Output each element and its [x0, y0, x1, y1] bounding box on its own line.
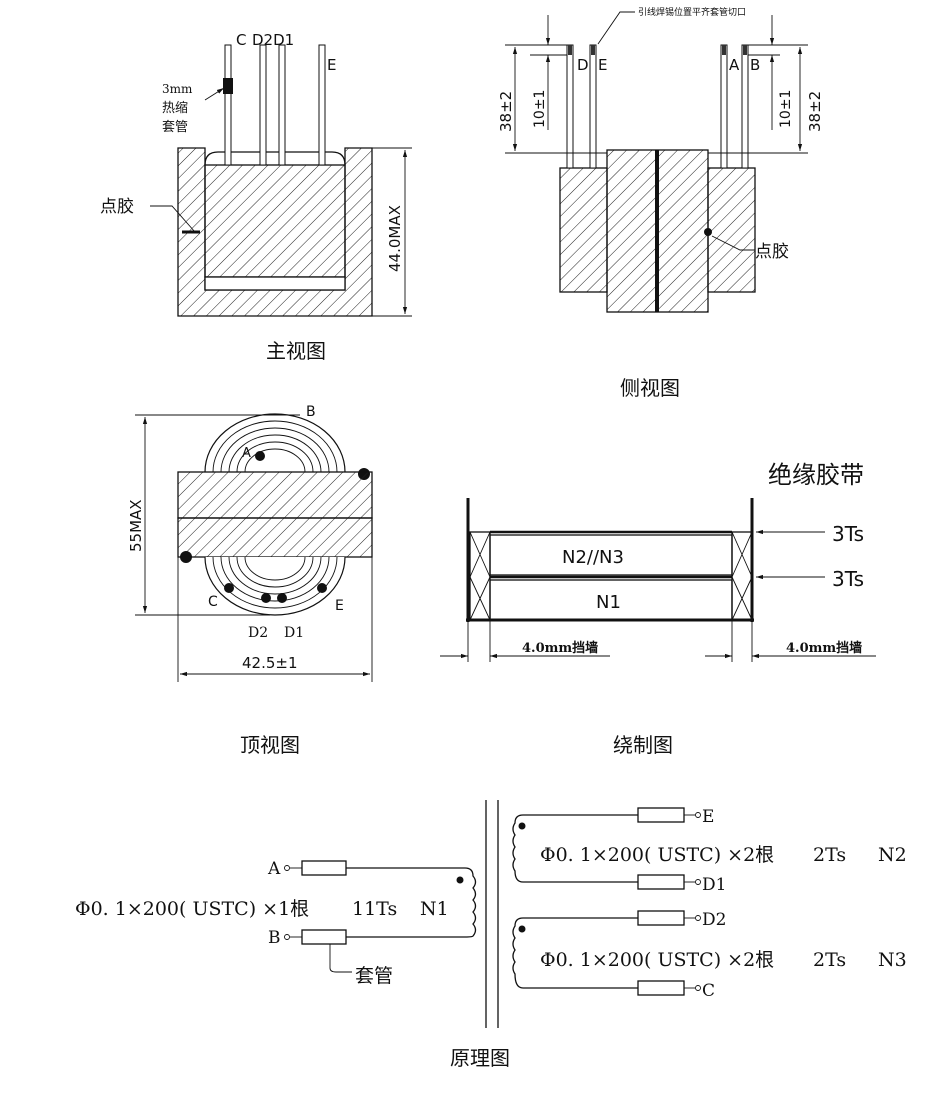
secondary1-turns: 2Ts	[813, 844, 846, 866]
side-view: D E A B 引线焊锡位置平齐套管切口 10±1 38±2 10±1 38±2…	[497, 6, 824, 400]
primary-name: N1	[420, 898, 449, 920]
front-leads	[223, 44, 326, 166]
tape-upper-turns: 3Ts	[832, 522, 864, 546]
sleeve-note-3: 套管	[162, 119, 188, 135]
secondary1-name: N2	[878, 844, 907, 866]
tape-title: 绝缘胶带	[768, 461, 864, 489]
layer-upper-label: N2//N3	[562, 547, 624, 568]
width-dimension: 42.5±1	[242, 654, 298, 672]
primary-spec: Φ0. 1×200( USTC) ×1根	[75, 898, 309, 920]
sleeve-note-2: 热缩	[162, 100, 188, 116]
primary-start: A	[267, 859, 281, 879]
lead-label-c: C	[236, 31, 246, 49]
label-d2: D2	[248, 625, 268, 641]
label-a: A	[242, 446, 251, 461]
secondary2-end: C	[702, 981, 715, 1001]
secondary1-start: E	[702, 807, 714, 827]
schematic: A B 套管 Φ0. 1×200( USTC) ×1根 11Ts N1 E D1…	[75, 800, 907, 1070]
winding-view: 绝缘胶带 N2//N3 N1 3Ts 3Ts 4.0mm挡墙 4.0mm挡墙 绕…	[440, 461, 876, 757]
layer-lower-label: N1	[596, 592, 621, 613]
height-dimension: 44.0MAX	[386, 205, 404, 272]
secondary1-end: D1	[702, 875, 726, 895]
coil-body	[204, 164, 346, 278]
primary-turns: 11Ts	[352, 898, 397, 920]
primary-end: B	[268, 928, 281, 948]
lead-label-d2d1: D2D1	[252, 31, 294, 49]
wall-left-label: 4.0mm挡墙	[522, 640, 598, 656]
glue-label: 点胶	[100, 197, 134, 217]
lower-coil	[180, 551, 346, 616]
glue-label: 点胶	[755, 242, 789, 262]
upper-coil	[204, 413, 370, 480]
label-b: B	[306, 404, 316, 420]
secondary2-turns: 2Ts	[813, 949, 846, 971]
bobbin-bottom	[204, 276, 346, 291]
front-view: C D2D1 E 3mm 热缩 套管 点胶 44.0MAX 主视图	[100, 31, 412, 363]
sleeve-note-1: 3mm	[162, 82, 193, 96]
total-dim-left: 38±2	[497, 91, 515, 132]
secondary1-spec: Φ0. 1×200( USTC) ×2根	[540, 844, 774, 866]
schematic-caption: 原理图	[450, 1046, 510, 1070]
label-e: E	[335, 598, 344, 614]
side-leads	[566, 44, 749, 169]
secondary2-name: N3	[878, 949, 907, 971]
side-view-caption: 侧视图	[620, 376, 680, 400]
lead-dim-right: 10±1	[778, 90, 794, 128]
height-dimension: 55MAX	[127, 499, 145, 552]
solder-note: 引线焊锡位置平齐套管切口	[638, 6, 746, 18]
sleeve-label: 套管	[355, 965, 393, 987]
layer-n1	[489, 579, 733, 621]
label-d1: D1	[284, 625, 304, 641]
label-c: C	[208, 594, 218, 610]
lead-label-b: B	[750, 56, 760, 74]
winding-view-caption: 绕制图	[613, 733, 673, 757]
lead-dim-left: 10±1	[532, 90, 548, 128]
lead-label-d: D	[577, 56, 589, 74]
tape-lower-turns: 3Ts	[832, 567, 864, 591]
top-view-caption: 顶视图	[240, 733, 300, 757]
secondary2-spec: Φ0. 1×200( USTC) ×2根	[540, 949, 774, 971]
total-dim-right: 38±2	[806, 91, 824, 132]
top-view: B A C E D2 D1 55MAX 42.5±1 顶视图	[127, 404, 373, 757]
layer-n2-n3	[489, 534, 733, 576]
front-view-caption: 主视图	[266, 339, 326, 363]
wall-right-label: 4.0mm挡墙	[786, 640, 862, 656]
lead-label-e: E	[327, 56, 336, 74]
heat-shrink-sleeve	[223, 78, 233, 94]
lead-label-e: E	[598, 56, 607, 74]
lead-label-a: A	[729, 56, 740, 74]
secondary2-start: D2	[702, 910, 726, 930]
